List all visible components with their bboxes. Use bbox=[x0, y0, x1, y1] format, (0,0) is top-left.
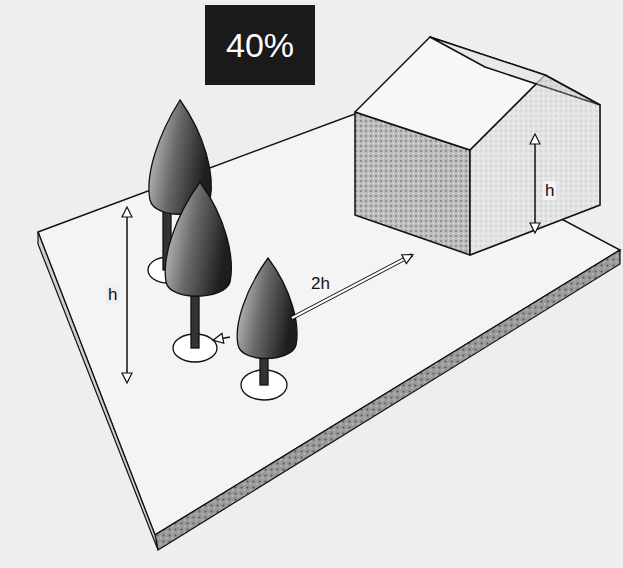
height-arrow bbox=[534, 135, 536, 232]
distance-arrow bbox=[292, 255, 412, 318]
dimension-label: 2h bbox=[309, 274, 332, 293]
tree bbox=[165, 182, 231, 362]
slab-edge bbox=[155, 250, 620, 550]
distance-arrow bbox=[292, 255, 412, 318]
dimension-label: h bbox=[543, 181, 556, 200]
dimension-label: h bbox=[106, 285, 119, 304]
height-arrow bbox=[126, 208, 128, 382]
distance-arrow bbox=[214, 337, 230, 340]
house bbox=[355, 37, 600, 255]
percent-box: 40% bbox=[205, 5, 315, 85]
tree bbox=[237, 258, 297, 400]
percent-text: 40% bbox=[226, 26, 294, 65]
slab-edge bbox=[38, 232, 158, 550]
